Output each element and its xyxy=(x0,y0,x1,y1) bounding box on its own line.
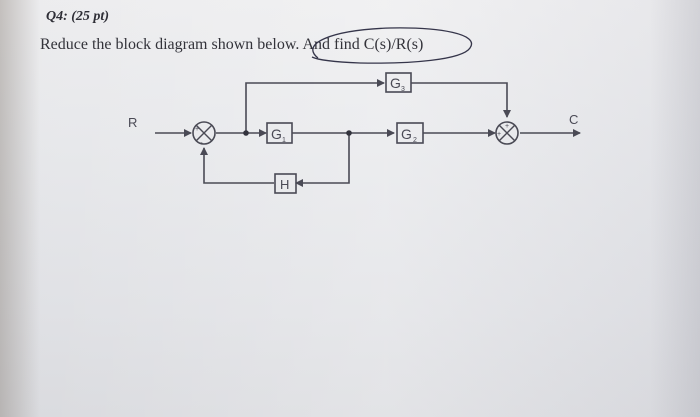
output-label-c: C xyxy=(569,112,578,127)
g3-label: G xyxy=(390,75,401,91)
pickoff-point-1 xyxy=(243,130,249,136)
summing-junction-2: + + xyxy=(495,121,519,145)
paper-shadow-left xyxy=(0,0,40,417)
g2-label: G xyxy=(401,126,412,142)
question-text: Reduce the block diagram shown below. An… xyxy=(40,36,424,53)
handdrawn-ellipse xyxy=(311,27,473,64)
summer2-plus-sign-top: + xyxy=(505,123,509,130)
signal-lines xyxy=(155,79,581,187)
g1-subscript: 1 xyxy=(282,137,286,144)
summer1-minus-sign: - xyxy=(200,138,203,147)
input-label-r: R xyxy=(128,115,137,130)
g3-to-summer2-line xyxy=(411,82,511,118)
g3-subscript: 3 xyxy=(401,86,405,93)
feedback-to-h-line xyxy=(295,133,350,187)
summing-junction-1: + - xyxy=(192,121,216,147)
summer1-plus-sign: + xyxy=(195,126,199,133)
feedforward-to-g3-line xyxy=(245,79,385,133)
block-g1: G 1 xyxy=(266,122,293,144)
g1-label: G xyxy=(271,126,282,142)
summer2-plus-sign-left: + xyxy=(497,131,501,138)
block-g2: G 2 xyxy=(396,122,424,144)
pickoff-point-2 xyxy=(346,130,352,136)
block-h: H xyxy=(274,173,297,194)
paper-shadow-right xyxy=(650,0,700,417)
h-to-summer1-line xyxy=(200,147,274,184)
h-label: H xyxy=(280,177,289,192)
question-heading: Q4: (25 pt) xyxy=(46,9,109,24)
g2-subscript: 2 xyxy=(413,137,417,144)
block-g3: G 3 xyxy=(385,72,412,93)
